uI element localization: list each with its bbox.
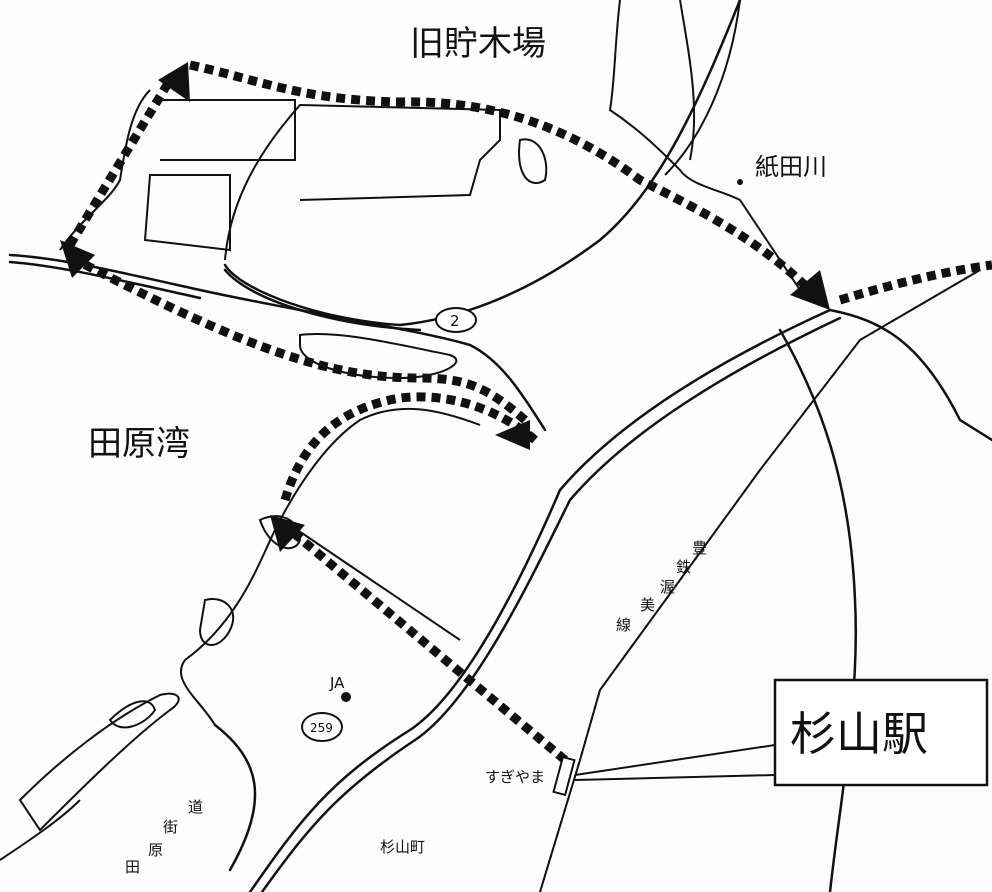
- old-lumber-yard-label: 旧貯木場: [410, 24, 546, 64]
- railway-line: [539, 269, 981, 892]
- railway-char: 豊: [692, 539, 707, 557]
- railway-char: 鉄: [676, 558, 691, 576]
- sugiyama-town-label: 杉山町: [380, 838, 425, 856]
- route-259-shield: [301, 712, 343, 742]
- arrow-icon: [270, 515, 305, 552]
- arrow-icon: [158, 62, 190, 102]
- railway-char: 渥: [660, 578, 675, 596]
- sugiyama-station-marker[interactable]: [552, 755, 576, 797]
- sugiyama-station-label: 杉山駅: [790, 707, 928, 761]
- railway-char: 美: [640, 596, 655, 614]
- lumber-yard-blocks: [143, 99, 548, 261]
- walking-route: [66, 60, 992, 764]
- kaido-char: 道: [188, 798, 203, 816]
- route-2-label: 2: [450, 312, 460, 330]
- kaido-char: 街: [163, 818, 178, 836]
- kaido-char: 田: [125, 858, 140, 876]
- arrow-icon: [790, 270, 830, 310]
- kamita-river-label: 紙田川: [755, 153, 827, 181]
- station-label-box: [773, 678, 989, 787]
- kaido-char: 原: [148, 841, 163, 859]
- ja-label: JA: [329, 674, 345, 692]
- tahara-kaido-label: 田 原 街 道: [125, 798, 203, 876]
- sugiyama-hiragana-label: すぎやま: [485, 768, 545, 786]
- ja-marker: [341, 692, 351, 702]
- route-2-shield: [435, 307, 477, 333]
- railway-char: 線: [616, 616, 631, 634]
- arrow-icon: [495, 420, 530, 450]
- arrow-icon: [60, 240, 95, 278]
- railway-name-label: 豊 鉄 渥 美 線: [616, 539, 707, 634]
- roads: [213, 0, 992, 892]
- tahara-bay-label: 田原湾: [88, 424, 190, 464]
- route-259-label: 259: [310, 721, 333, 735]
- route-arrows: [60, 62, 830, 552]
- river-marker: [737, 179, 743, 185]
